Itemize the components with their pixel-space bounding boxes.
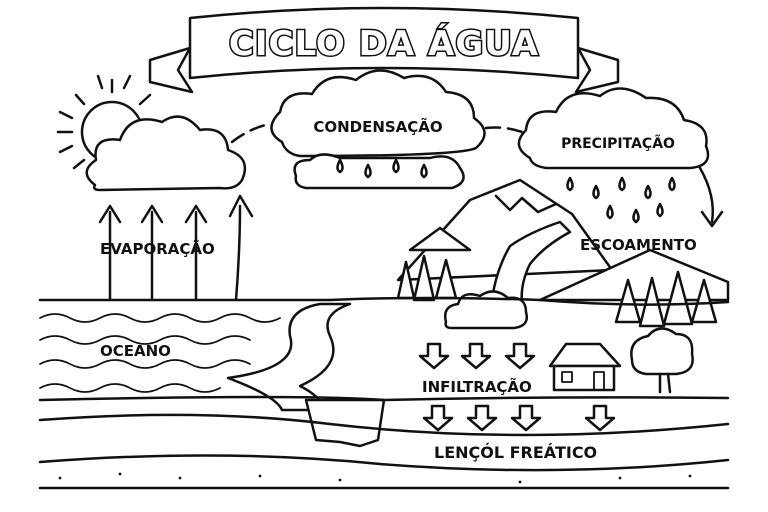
precipitation-arrow — [698, 166, 724, 228]
round-tree-icon — [630, 327, 694, 394]
precipitation-label: PRECIPITAÇÃO — [561, 135, 675, 152]
groundwater-label: LENÇÓL FREÁTICO — [434, 443, 597, 462]
evaporation-arrows — [98, 194, 254, 302]
title-text: CICLO DA ÁGUA — [229, 23, 539, 64]
ocean — [38, 298, 332, 393]
ground-surface — [328, 296, 730, 306]
raindrops — [336, 158, 676, 224]
ocean-label: OCEANO — [100, 342, 171, 360]
condensation-cloud — [270, 69, 486, 190]
infiltration-arrows — [418, 342, 616, 432]
runoff-label: ESCOAMENTO — [580, 236, 697, 254]
evaporation-label: EVAPORAÇÃO — [100, 239, 215, 258]
house-icon — [548, 342, 622, 392]
title-banner: CICLO DA ÁGUA — [148, 6, 620, 94]
infiltration-label: INFILTRAÇÃO — [422, 377, 532, 396]
river — [226, 302, 352, 412]
condensation-label: CONDENSAÇÃO — [313, 117, 442, 136]
runoff-stream — [490, 220, 572, 306]
groundwater — [38, 413, 730, 490]
cloud-link-right — [484, 126, 524, 134]
evaporation-cloud — [85, 115, 247, 192]
trees — [396, 254, 718, 328]
precipitation-cloud — [517, 87, 710, 170]
ground-layer — [38, 395, 730, 402]
cloud-link-left — [230, 122, 272, 144]
